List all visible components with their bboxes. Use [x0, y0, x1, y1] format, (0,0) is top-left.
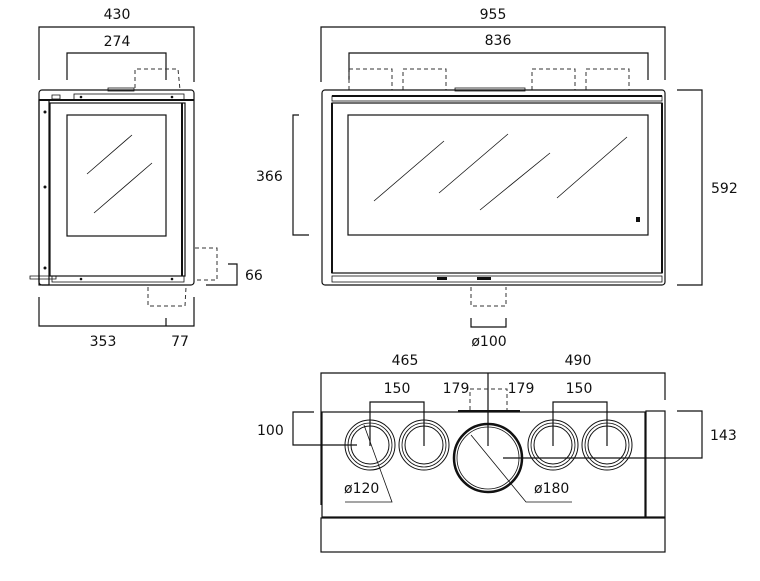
screw — [170, 95, 174, 99]
top-outlet-dashed — [402, 68, 447, 90]
screw — [79, 95, 83, 99]
dim-bottom-offset: 77 — [171, 334, 189, 350]
dim-line-front-to-small — [292, 411, 357, 446]
dim-line-flue-offset — [66, 52, 167, 80]
dim-front-to-small-outlets: 100 — [257, 423, 284, 439]
bottom-rail — [51, 275, 185, 283]
dim-line-overall-width — [320, 26, 666, 82]
top-bracket — [73, 93, 185, 101]
center-offset-dashed — [469, 388, 508, 410]
screw — [43, 110, 47, 114]
small-outlet-3 — [527, 419, 579, 471]
dim-bottom-outlet-diameter: ø100 — [471, 334, 506, 350]
door-frame — [49, 102, 186, 277]
leader-small-outlet — [345, 424, 393, 503]
dim-line-bottom-outlet — [470, 318, 507, 328]
small-outlet-2 — [398, 419, 450, 471]
logo-mark — [636, 217, 640, 222]
glass-reflection — [93, 162, 153, 214]
dim-main-outlet-diameter: ø180 — [534, 481, 569, 497]
front-view: 955 836 366 592 ø100 — [256, 7, 738, 350]
side-body — [38, 89, 195, 286]
dim-center-right: 179 — [508, 381, 535, 397]
dim-line-outlet-span — [348, 52, 649, 80]
dim-center-left: 179 — [443, 381, 470, 397]
dim-line-overall-depth — [38, 26, 195, 82]
front-body — [321, 89, 666, 286]
dim-line-left-spacing — [369, 401, 425, 446]
dim-line-right-spacing — [552, 401, 608, 446]
side-glass — [66, 114, 167, 237]
dim-glass-height: 366 — [256, 169, 283, 185]
dim-overall-depth: 430 — [104, 7, 131, 23]
small-outlet-4 — [581, 419, 633, 471]
screw — [170, 277, 174, 281]
dim-left-spacing: 150 — [384, 381, 411, 397]
front-glass — [347, 114, 649, 236]
glass-reflection — [479, 152, 551, 211]
dim-left-to-center: 465 — [392, 353, 419, 369]
glass-reflection — [438, 133, 509, 194]
screw — [43, 266, 47, 270]
dim-line-side-outlet — [206, 263, 238, 286]
dim-line-bottom — [38, 297, 195, 327]
dim-front-to-main-outlet: 143 — [710, 428, 737, 444]
glass-reflection — [86, 134, 133, 175]
dim-small-outlet-diameter: ø120 — [344, 481, 379, 497]
door-handle — [29, 275, 57, 280]
bottom-outlet-dashed — [470, 287, 507, 307]
bottom-rail — [331, 275, 663, 283]
dim-flue-offset: 274 — [104, 34, 131, 50]
flue-outlet-dashed — [134, 68, 181, 91]
dim-overall-width: 955 — [480, 7, 507, 23]
side-outlet-dashed — [195, 247, 218, 281]
glass-reflection — [556, 136, 628, 199]
dim-right-spacing: 150 — [566, 381, 593, 397]
dim-line-front-to-main — [503, 410, 703, 459]
top-outlet-dashed — [531, 68, 576, 90]
side-panel — [38, 99, 50, 286]
glass-reflection — [373, 140, 445, 202]
top-bracket — [331, 95, 663, 102]
side-strip — [645, 410, 666, 518]
dim-right-to-center: 490 — [565, 353, 592, 369]
hinge — [51, 94, 61, 100]
dim-outlet-span: 836 — [485, 33, 512, 49]
leader-main-outlet — [470, 434, 572, 503]
dim-line-overall-height — [677, 89, 703, 286]
dim-side-outlet-height: 66 — [245, 268, 263, 284]
front-door-frame — [331, 102, 663, 274]
screw — [79, 277, 83, 281]
dim-line-glass-height — [292, 114, 309, 236]
screw — [43, 185, 47, 189]
bottom-vent — [477, 277, 491, 280]
front-panel — [320, 517, 666, 553]
dim-bottom-depth: 353 — [90, 334, 117, 350]
dim-overall-height: 592 — [711, 181, 738, 197]
top-outlet-dashed — [348, 68, 393, 90]
top-view: 465 490 150 179 179 150 100 143 — [257, 353, 737, 553]
dim-line-center — [320, 372, 666, 505]
bottom-outlet-dashed — [147, 286, 187, 307]
side-view: 430 274 66 353 77 — [29, 7, 263, 350]
top-outlet-dashed — [585, 68, 630, 90]
bottom-vent — [437, 277, 447, 280]
top-tab — [107, 87, 135, 92]
